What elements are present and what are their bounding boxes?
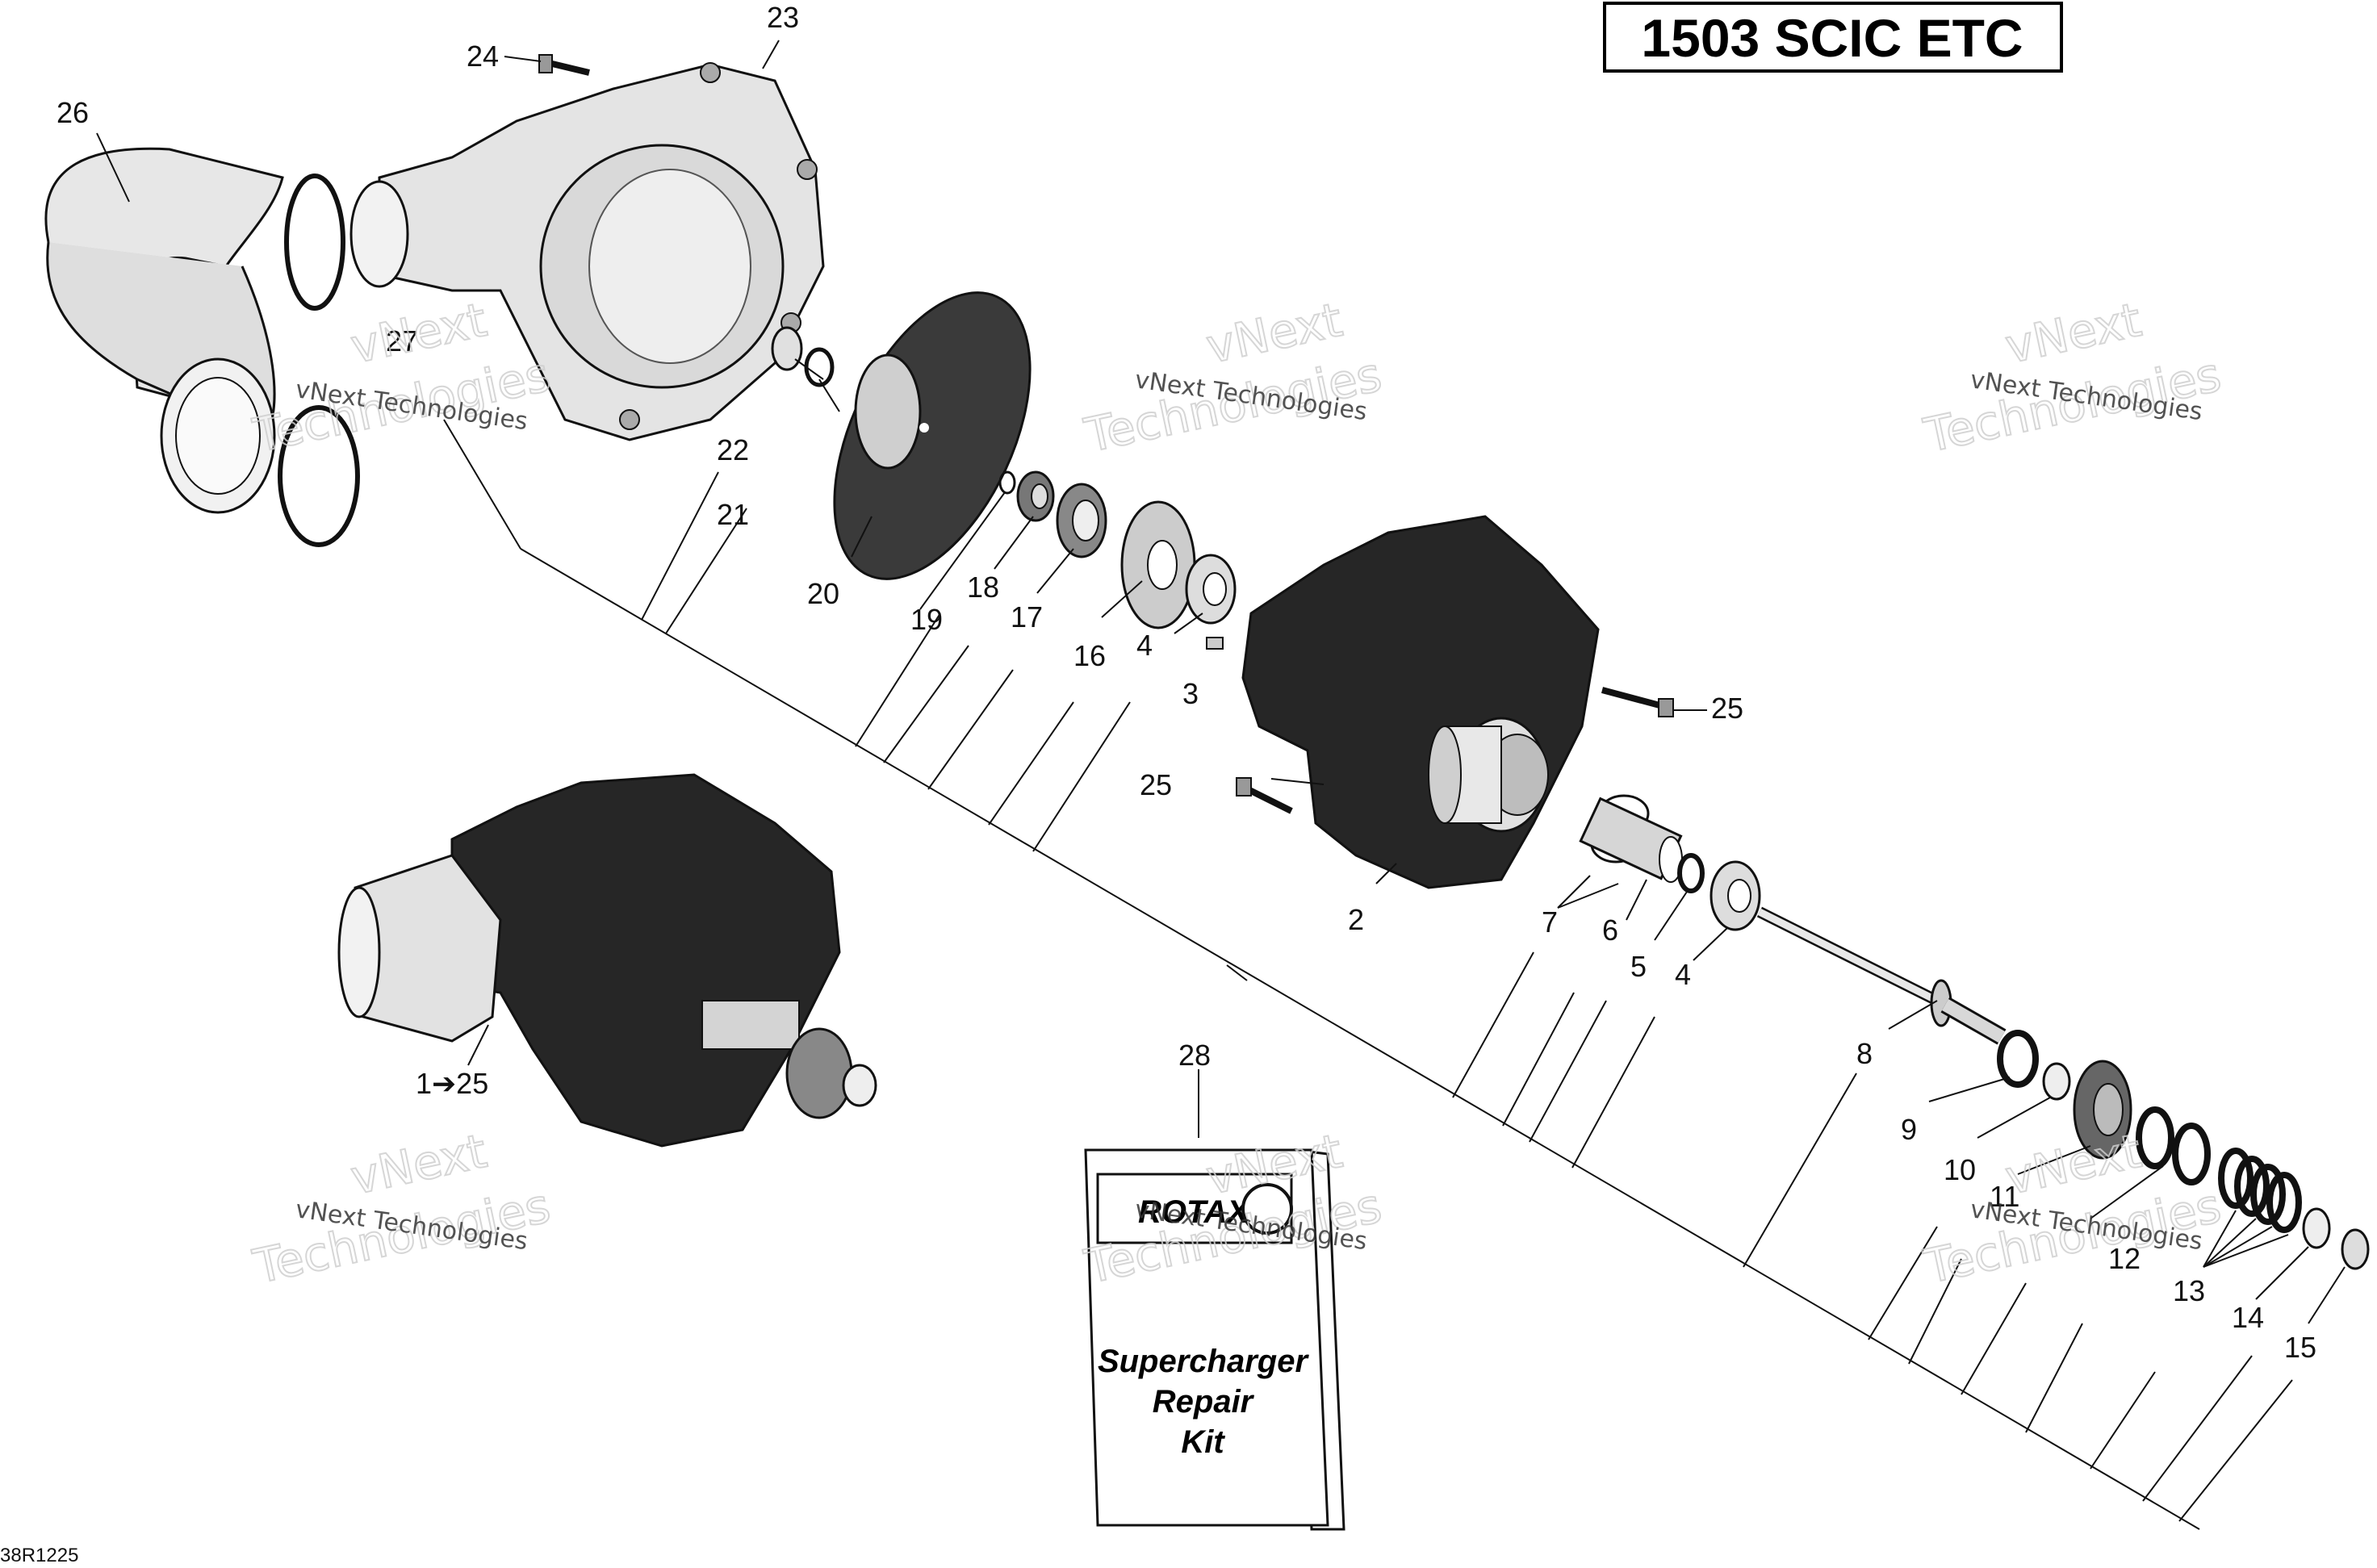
callout-26: 26 [56, 96, 89, 129]
callout-11: 11 [1990, 1180, 2019, 1213]
callout-1-to-25: 1➔25 [416, 1067, 488, 1100]
part-11-gear [2073, 1060, 2132, 1160]
kit-brand: ROTAX [1138, 1194, 1250, 1230]
part-27-clamp-lower [278, 405, 360, 547]
watermark-vnext-3: vNext [2001, 292, 2146, 374]
callout-28: 28 [1178, 1039, 1211, 1072]
part-9-washer [1997, 1030, 2039, 1088]
callout-12: 12 [2108, 1242, 2141, 1275]
part-17-bearing [1056, 483, 1107, 558]
part-2-housing [1241, 515, 1600, 889]
callout-4-lower: 4 [1675, 958, 1691, 991]
leader-27 [443, 419, 521, 550]
callout-15: 15 [2284, 1331, 2316, 1364]
callout-9: 9 [1901, 1113, 1917, 1146]
leader-lines [96, 40, 2346, 1522]
model-badge: 1503 SCIC ETC [1603, 2, 2063, 73]
callout-3: 3 [1182, 677, 1199, 710]
callout-17: 17 [1011, 600, 1043, 633]
callout-24: 24 [467, 40, 499, 73]
assembly-supercharger [337, 773, 877, 1148]
callout-27: 27 [386, 324, 418, 358]
part-25-bolt-right [1601, 687, 1674, 717]
kit-title-line1: Supercharger [1098, 1344, 1310, 1379]
part-10-bushing [2042, 1062, 2071, 1101]
callout-labels: 24 23 26 27 22 21 20 19 18 17 16 4 3 25 … [56, 1, 2316, 1364]
part-28-repair-kit: ROTAX Supercharger Repair Kit [1084, 1148, 1345, 1531]
part-8-shaft [1756, 906, 2007, 1045]
part-13-spring-washers [2218, 1148, 2302, 1233]
callout-25-left: 25 [1140, 768, 1172, 801]
part-22-bushing [771, 326, 803, 371]
callout-7: 7 [1542, 905, 1558, 939]
callout-21: 21 [717, 498, 749, 531]
part-12-washers [2136, 1106, 2211, 1185]
part-14-washer [2302, 1207, 2331, 1249]
part-15-nut [2341, 1228, 2370, 1270]
callout-14: 14 [2232, 1301, 2264, 1334]
kit-title-line3: Kit [1181, 1424, 1225, 1460]
part-4-bearing-upper [1185, 554, 1237, 625]
callout-13: 13 [2173, 1274, 2205, 1307]
part-6-sleeve [1579, 797, 1683, 883]
part-16-thrust-washer [1120, 500, 1196, 629]
callout-19: 19 [910, 603, 943, 636]
callout-2: 2 [1348, 903, 1364, 936]
diagram-code: 38R1225 [0, 1545, 78, 1566]
part-27-clamp-upper [284, 174, 345, 311]
kit-title-line2: Repair [1153, 1384, 1255, 1420]
part-3-pin [1206, 637, 1224, 650]
part-20-impeller [833, 291, 1032, 580]
watermark-vnext-6: vNext [2001, 1123, 2146, 1206]
part-26-elbow-hose [44, 147, 284, 514]
callout-6: 6 [1602, 914, 1618, 947]
callout-4-upper: 4 [1136, 629, 1153, 662]
callout-10: 10 [1944, 1153, 1976, 1186]
callout-22: 22 [717, 433, 749, 466]
part-25-bolt-left [1236, 777, 1293, 814]
callout-25-right: 25 [1711, 692, 1743, 725]
callout-23: 23 [767, 1, 799, 34]
part-5-seal [1677, 853, 1705, 893]
part-4-bearing-lower [1710, 860, 1761, 931]
callout-16: 16 [1073, 639, 1106, 672]
part-23-upper-housing [349, 62, 825, 441]
part-19-o-ring [998, 470, 1016, 495]
callout-18: 18 [967, 571, 999, 604]
callout-20: 20 [807, 577, 839, 610]
part-18-nut [1016, 470, 1055, 522]
callout-5: 5 [1630, 950, 1647, 983]
kit-bracket-line [520, 548, 2200, 1530]
callout-8: 8 [1856, 1037, 1873, 1070]
part-24-bolt [538, 54, 590, 76]
model-badge-text: 1503 SCIC ETC [1641, 8, 2023, 68]
